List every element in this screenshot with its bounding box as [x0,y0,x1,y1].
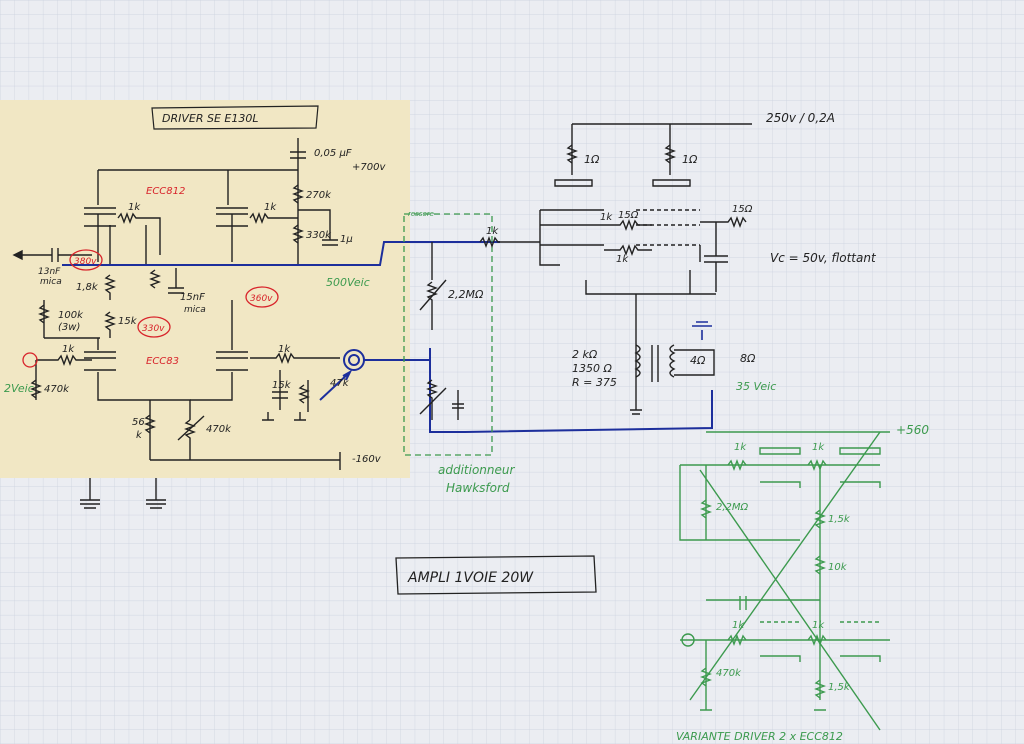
output-level-label: 500Veic [326,276,370,289]
output-res-1a-label: 1Ω [584,153,600,166]
title-box-group: AMPLI 1VOIE 20W [395,555,597,595]
pot-470k-label: 470k [206,424,232,435]
adder-label-line1: additionneur [438,463,516,477]
cap-13nf-note: mica [40,277,62,287]
volt-330-label: 330v [142,324,165,334]
res-270k-label: 270k [306,190,332,201]
driver-note-paper [0,100,410,478]
variant-res-1k-b-label: 1k [812,442,825,453]
volt-360-label: 360v [250,294,273,304]
output-volts-label: 35 Veic [736,380,776,393]
output-pot-22m-label: 2,2MΩ [448,288,484,301]
output-res-15b-label: 15Ω [732,204,753,215]
res-15k-label: 15k [118,316,138,327]
adder-top-mark: ressere [408,210,434,218]
output-grid-res-label: 1k [486,226,499,237]
adder-labels: additionneur Hawksford [438,463,516,495]
input-level-label: 2Veic [4,382,34,395]
variant-caption: VARIANTE DRIVER 2 x ECC812 [676,730,843,743]
variant-res-1k-d-label: 1k [812,620,825,631]
res-56-suffix: k [136,430,143,441]
cap-top-label: 0,05 µF [314,148,352,159]
variant-res-15k-b-label: 1,5k [828,682,851,693]
variant-schematic [679,431,890,731]
xformer-dcr-label: 1350 Ω [572,362,612,375]
variant-supply-label: +560 [896,423,929,437]
driver-schematic [12,105,341,509]
res-100k-note: (3w) [58,322,80,333]
output-bias-note: Vc = 50v, flottant [770,251,877,265]
tube-ecc812-label: ECC812 [146,186,185,197]
output-res-1b-label: 1Ω [682,153,698,166]
xformer-ratio-label: R = 375 [572,376,617,389]
res-330k-label: 330k [306,230,332,241]
driver-blue-wiring [62,241,713,433]
res-15k-b-label: 15k [272,380,292,391]
variant-res-22m-label: 2,2MΩ [716,502,749,513]
title-box-frame [395,555,597,595]
res-470k-in-label: 470k [44,384,70,395]
res-1k-in-label: 1k [62,344,75,355]
cap-13nf-label: 13nF [38,267,61,277]
variant-res-1k-a-label: 1k [734,442,747,453]
title-box-text: AMPLI 1VOIE 20W [407,570,534,586]
cap-15nf-note: mica [184,305,206,315]
res-18k-label: 1,8k [76,282,99,293]
supply-minus-label: -160v [352,454,382,465]
speaker-8-label: 8Ω [740,352,756,365]
output-supply-label: 250v / 0,2A [766,111,835,125]
variant-res-1k-c-label: 1k [732,620,745,631]
output-res-15a-label: 15Ω [618,210,639,221]
res-1k-grid-label: 1k [278,344,291,355]
res-1k-a-label: 1k [128,202,141,213]
adder-label-line2: Hawksford [446,481,510,495]
xformer-primary-label: 2 kΩ [572,348,598,361]
voltage-circles [22,249,279,368]
cap-1u-label: 1µ [340,234,353,245]
tube-ecc83-label: ECC83 [146,356,179,367]
res-1k-b-label: 1k [264,202,277,213]
pot-47k-label: 47k [330,378,350,389]
res-56-label: 56 [132,417,145,428]
output-res-1k-c-label: 1k [616,254,629,265]
variant-res-10k-label: 10k [828,562,848,573]
output-labels: 250v / 0,2A 1Ω 1Ω 1k 15Ω 15Ω 1k 1k Vc = … [408,111,877,393]
driver-title: DRIVER SE E130L [162,112,258,125]
variant-res-470k-label: 470k [716,668,742,679]
variant-labels: +560 1k 1k 2,2MΩ 1,5k 10k 1k 1k 470k 1,5… [676,423,929,743]
output-blue-ground [692,321,712,340]
supply-plus-label: +700v [352,162,386,173]
xformer-secondary-label: 4Ω [690,354,706,367]
driver-labels: DRIVER SE E130L ECC812 ECC83 0,05 µF +70… [4,112,386,465]
volt-380-label: 380v [74,257,97,267]
output-res-1k-b-label: 1k [600,212,613,223]
output-schematic [419,123,752,420]
variant-res-15k-a-label: 1,5k [828,514,851,525]
res-100k-label: 100k [58,310,84,321]
cap-15nf-label: 15nF [180,292,205,303]
